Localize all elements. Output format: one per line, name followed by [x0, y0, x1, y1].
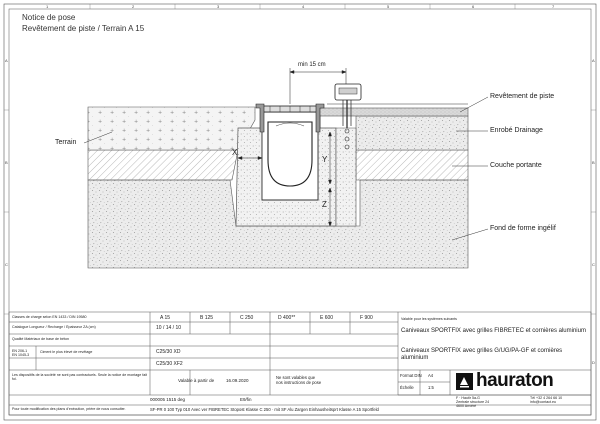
tb-scale-value: 1:5	[428, 385, 434, 390]
compaction-device	[327, 83, 468, 150]
col-marker-3: 3	[217, 4, 220, 9]
tb-next-label: Ne sont valables que nos instructions de…	[276, 375, 322, 385]
tb-class-a15: A 15	[160, 315, 171, 321]
company-logo: hauraton	[476, 370, 554, 391]
dimension-y	[328, 131, 332, 185]
tb-sys-caption: Valable pour les systèmes suivants	[401, 317, 457, 321]
dimension-x	[237, 156, 263, 160]
dimension-min15	[289, 68, 347, 104]
col-marker-5: 5	[387, 4, 390, 9]
dimension-z	[328, 187, 332, 227]
company-tel: Tél +32 4 264 66 10	[530, 396, 563, 400]
row-marker-c: C	[5, 262, 8, 267]
page-title: Notice de pose	[22, 13, 76, 22]
layer-revetement	[317, 107, 469, 117]
tb-class-f900: F 900	[360, 315, 373, 321]
tb-format-label: Format DIN	[400, 373, 422, 378]
page-subtitle: Revêtement de piste / Terrain A 15	[22, 24, 145, 33]
tb-classes-label: Classes de charge selon EN 1433 / DIN 19…	[12, 315, 87, 319]
tb-ref-code: 000005 1515 deg	[150, 397, 186, 402]
tb-ref-sheet: E9/fin	[240, 397, 252, 402]
row-marker-b-right: B	[592, 160, 595, 165]
layer-terrain	[87, 106, 256, 151]
tb-valid-date: 16.09.2020	[226, 378, 249, 383]
company-email: info@contact.eu	[530, 400, 557, 404]
dimension-z-label: Z	[322, 200, 327, 209]
row-marker-c-right: C	[592, 262, 595, 267]
row-marker-a: A	[5, 58, 8, 63]
label-revetement: Revêtement de piste	[490, 93, 555, 100]
channel-profile	[267, 121, 313, 187]
leader-lines	[83, 96, 489, 241]
tb-en-label: EN 206-1 EN 1045-3	[12, 349, 30, 358]
dimension-x-label: X	[232, 148, 238, 157]
tb-format-value: A4	[428, 373, 434, 378]
label-enrobe: Enrobé Drainage	[490, 127, 543, 134]
cross-section	[83, 68, 489, 269]
tb-quality-label: Qualité Matériaux de base de béton	[12, 337, 69, 341]
label-fond: Fond de forme ingélif	[490, 225, 556, 232]
col-marker-4: 4	[302, 4, 305, 9]
tb-class-e600: E 600	[320, 315, 334, 321]
company-addr2: Zentrale structure 24	[456, 400, 490, 404]
hauraton-logo-mark	[456, 373, 473, 390]
label-couche: Couche portante	[490, 162, 542, 169]
tb-range-label: Catalogue Longueur / Recharge / Épaisseu…	[12, 325, 96, 329]
tb-desc2: Caniveaux SPORTFIX avec grilles G/UG/PA-…	[401, 348, 563, 361]
title-block-grid	[8, 311, 592, 416]
tb-footer-note: Pour toute modification des plans d'exéc…	[12, 407, 126, 411]
layer-couche-portante-left	[87, 149, 239, 181]
tb-code-value2: C25/30 XF2	[156, 361, 183, 367]
tb-valid-label: Valable à partir de	[178, 378, 215, 383]
tb-class-c250: C 250	[240, 315, 254, 321]
frame-ticks	[4, 4, 596, 315]
col-marker-7: 7	[552, 4, 555, 9]
row-marker-b: B	[5, 160, 8, 165]
label-terrain: Terrain	[55, 139, 77, 146]
tb-scale-label: Échelle	[400, 385, 414, 390]
tb-class-b125: B 125	[200, 315, 214, 321]
tb-note-left: Les dispositifs de la société ne sont pa…	[12, 373, 148, 382]
layer-couche-portante-right	[355, 149, 469, 181]
row-marker-a-right: A	[592, 58, 595, 63]
row-marker-d-right: D	[592, 360, 595, 365]
tb-product-line: SF-PR 0 100 Typ 010 Avec ver FIBRETEC St…	[150, 407, 379, 412]
tb-desc1: Caniveaux SPORTFIX avec grilles FIBRETEC…	[401, 328, 586, 334]
col-marker-6: 6	[472, 4, 475, 9]
tb-range-value: 10 / 14 / 10	[156, 325, 182, 331]
company-addr3: 4600 Anvéré	[456, 404, 477, 408]
tb-code-value1: C25/30 XD	[156, 349, 181, 355]
company-addr1: F · Hautir 5a-G	[456, 396, 480, 400]
tb-code-label: Ciment le plus élevé de revêtage	[40, 350, 93, 354]
concrete-bedding-right	[335, 127, 357, 227]
col-marker-2: 2	[132, 4, 135, 9]
col-marker-1: 1	[46, 4, 49, 9]
tb-class-d400: D 400**	[278, 315, 296, 321]
layer-enrobe	[355, 115, 469, 151]
dimension-y-label: Y	[322, 155, 328, 164]
dimension-min15-label: min 15 cm	[298, 62, 326, 68]
